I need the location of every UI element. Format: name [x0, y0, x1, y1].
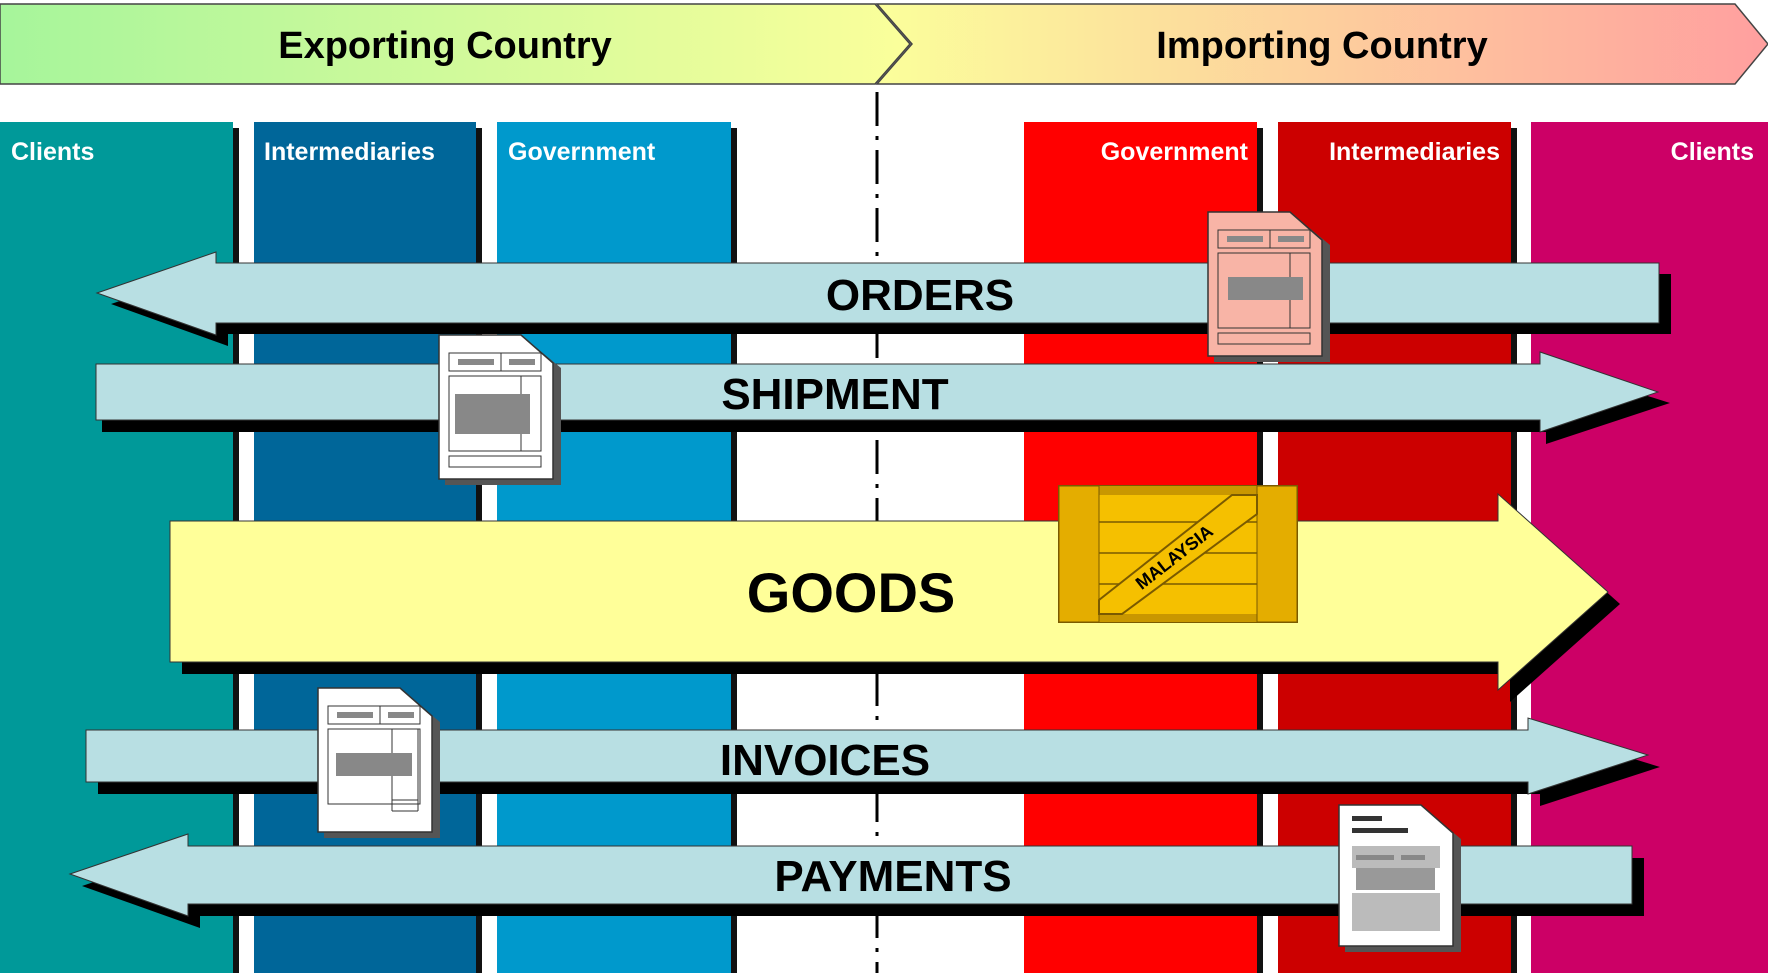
invoice-document-icon: [317, 687, 440, 838]
column-label-exporting-government: Government: [508, 138, 656, 166]
orders-label: ORDERS: [826, 271, 1014, 320]
column-label-importing-government: Government: [1101, 138, 1249, 166]
shipment-label: SHIPMENT: [721, 370, 948, 419]
importing-country-banner: Importing Country: [875, 3, 1768, 85]
payments-label: PAYMENTS: [774, 852, 1011, 901]
column-label-exporting-intermediaries: Intermediaries: [264, 138, 435, 166]
invoices-label: INVOICES: [720, 736, 930, 785]
column-importing-clients: Clients: [1531, 122, 1768, 973]
exporting-country-banner: Exporting Country: [0, 3, 911, 85]
exporting-country-label: Exporting Country: [278, 25, 612, 67]
goods-arrow: GOODS: [169, 492, 1620, 702]
shipment-document-icon: [438, 334, 561, 485]
order-document-icon: [1207, 211, 1330, 362]
invoices-arrow: INVOICES: [85, 717, 1660, 806]
importing-country-label: Importing Country: [1156, 25, 1487, 67]
orders-arrow: ORDERS: [95, 251, 1671, 346]
column-label-importing-clients: Clients: [1671, 138, 1754, 166]
payments-arrow: PAYMENTS: [68, 833, 1644, 928]
payment-document-icon: [1338, 804, 1461, 952]
crate-icon: MALAYSIA: [1058, 485, 1298, 623]
goods-label: GOODS: [747, 561, 955, 624]
column-label-exporting-clients: Clients: [11, 138, 94, 166]
column-label-importing-intermediaries: Intermediaries: [1329, 138, 1500, 166]
shipment-arrow: SHIPMENT: [95, 351, 1670, 444]
